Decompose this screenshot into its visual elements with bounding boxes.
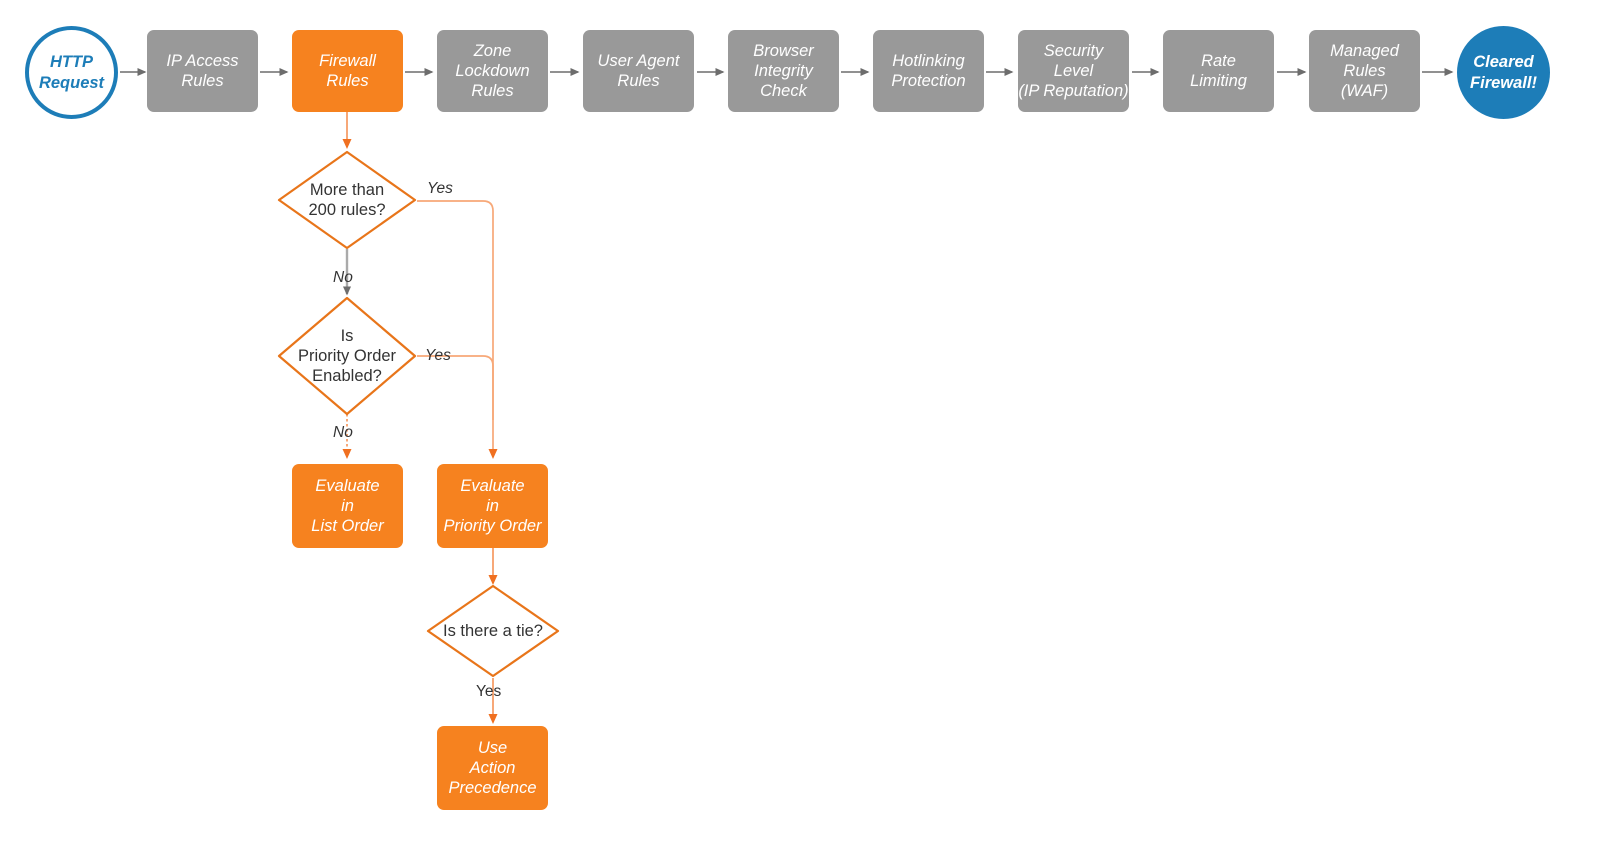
node-evaluate-in-list-order-label: Evaluate in List Order — [311, 476, 384, 536]
node-browser-integrity-check-label: Browser Integrity Check — [753, 41, 814, 101]
node-security-level[interactable]: Security Level (IP Reputation) — [1018, 30, 1129, 112]
node-evaluate-in-list-order[interactable]: Evaluate in List Order — [292, 464, 403, 548]
node-cleared-firewall-label: Cleared Firewall! — [1470, 53, 1537, 92]
decision-is-there-a-tie[interactable]: Is there a tie? — [426, 584, 560, 678]
diamond-shape-more-than-200-rules — [277, 150, 417, 250]
edge-priority-order-yes — [417, 355, 494, 420]
node-user-agent-rules[interactable]: User Agent Rules — [583, 30, 694, 112]
decision-is-priority-order-enabled[interactable]: Is Priority Order Enabled? — [277, 296, 417, 416]
node-managed-rules-waf-label: Managed Rules (WAF) — [1330, 41, 1399, 101]
node-rate-limiting-label: Rate Limiting — [1190, 51, 1247, 90]
edge-label-tie-yes: Yes — [476, 683, 502, 700]
edge-label-more-than-200-no: No — [333, 269, 353, 286]
edge-more-than-200-yes — [417, 200, 498, 459]
edge-label-priority-order-no: No — [333, 424, 353, 441]
node-firewall-rules[interactable]: Firewall Rules — [292, 30, 403, 112]
node-security-level-label: Security Level (IP Reputation) — [1018, 41, 1129, 101]
decision-more-than-200-rules[interactable]: More than 200 rules? — [277, 150, 417, 250]
diamond-shape-is-priority-order-enabled — [277, 296, 417, 416]
decision-is-there-a-tie-label: Is there a tie? — [443, 621, 543, 640]
edge-label-priority-order-yes: Yes — [425, 347, 451, 364]
node-cleared-firewall[interactable]: Cleared Firewall! — [1457, 26, 1550, 119]
node-ip-access-rules[interactable]: IP Access Rules — [147, 30, 258, 112]
node-zone-lockdown-rules[interactable]: Zone Lockdown Rules — [437, 30, 548, 112]
node-rate-limiting[interactable]: Rate Limiting — [1163, 30, 1274, 112]
node-user-agent-rules-label: User Agent Rules — [597, 51, 680, 90]
decision-more-than-200-rules-label: More than 200 rules? — [308, 180, 386, 219]
node-hotlinking-protection-label: Hotlinking Protection — [891, 51, 966, 90]
node-http-request[interactable]: HTTP Request — [25, 26, 118, 119]
edge-label-more-than-200-yes: Yes — [427, 180, 453, 197]
node-evaluate-in-priority-order-label: Evaluate in Priority Order — [443, 476, 542, 536]
node-use-action-precedence-label: Use Action Precedence — [448, 738, 537, 798]
node-evaluate-in-priority-order[interactable]: Evaluate in Priority Order — [437, 464, 548, 548]
node-http-request-label: HTTP Request — [38, 53, 105, 92]
node-ip-access-rules-label: IP Access Rules — [166, 51, 239, 90]
decision-is-priority-order-enabled-label: Is Priority Order Enabled? — [297, 326, 397, 386]
diamond-shape-is-there-a-tie — [426, 584, 560, 678]
node-managed-rules-waf[interactable]: Managed Rules (WAF) — [1309, 30, 1420, 112]
node-zone-lockdown-rules-label: Zone Lockdown Rules — [455, 41, 530, 101]
node-use-action-precedence[interactable]: Use Action Precedence — [437, 726, 548, 810]
node-browser-integrity-check[interactable]: Browser Integrity Check — [728, 30, 839, 112]
node-firewall-rules-label: Firewall Rules — [319, 51, 376, 90]
node-hotlinking-protection[interactable]: Hotlinking Protection — [873, 30, 984, 112]
